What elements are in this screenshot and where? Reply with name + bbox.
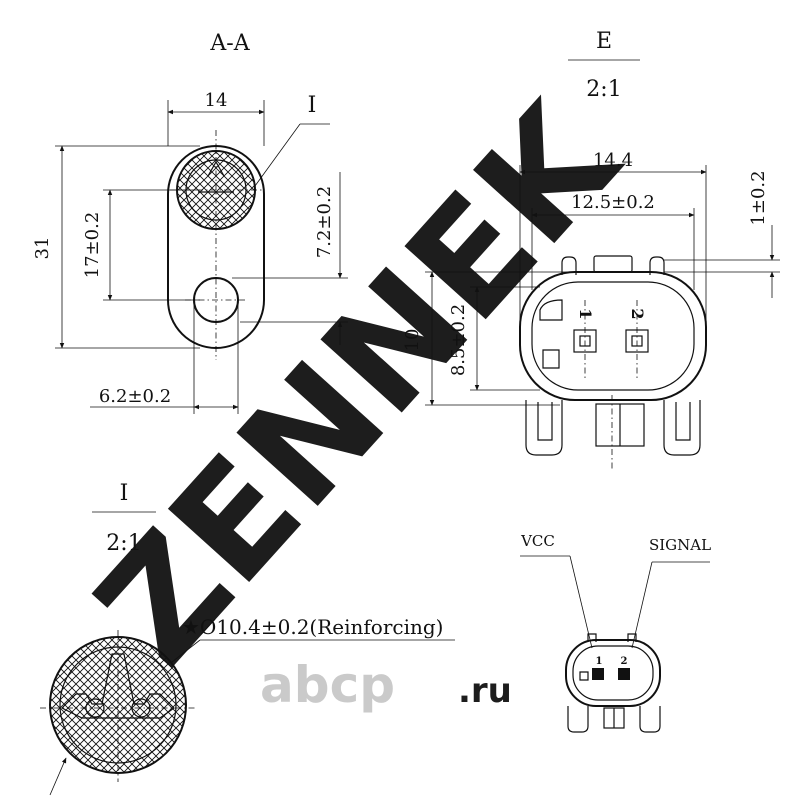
section-aa-title: A-A bbox=[209, 31, 250, 56]
pin1-label: 1 bbox=[576, 308, 595, 319]
signal-label: SIGNAL bbox=[649, 536, 711, 554]
detail-ref-label: I bbox=[308, 93, 317, 118]
pinout-pin1-label: 1 bbox=[596, 656, 603, 667]
pinout-pin2-label: 2 bbox=[621, 656, 628, 667]
detail-i-sensor-head bbox=[49, 636, 187, 774]
pinout-pin2 bbox=[618, 668, 630, 680]
pinout-view: VCC SIGNAL 1 2 bbox=[520, 532, 711, 733]
watermark-site: abcp bbox=[260, 656, 395, 714]
dim-height-e-label: 10 bbox=[402, 329, 423, 352]
dim-width-label: 14 bbox=[205, 90, 228, 111]
view-e-title: E bbox=[596, 29, 612, 54]
dim-inner-height-label: 8.5±0.2 bbox=[448, 304, 469, 376]
detail-i-scale: 2:1 bbox=[106, 531, 141, 556]
dim-overall-label: 14.4 bbox=[593, 150, 633, 171]
detail-i-view: I 2:1 ★Ø10.4±0.2(Reinforcing) bbox=[40, 481, 455, 796]
dim-inner-label: 12.5±0.2 bbox=[571, 192, 655, 213]
dim-height-label: 31 bbox=[32, 237, 53, 260]
dim-latch-label: 1±0.2 bbox=[748, 170, 769, 225]
vcc-label: VCC bbox=[520, 532, 555, 550]
detail-i-title: I bbox=[120, 481, 129, 506]
watermark-site-tld: .ru bbox=[458, 671, 512, 711]
pinout-pin1 bbox=[592, 668, 604, 680]
pinout-connector-housing bbox=[565, 639, 661, 707]
dim-offset-label: 7.2±0.2 bbox=[314, 186, 335, 258]
pin2-label: 2 bbox=[628, 308, 647, 319]
view-e: E 2:1 1 2 14.4 bbox=[402, 29, 780, 470]
watermark-brand: ZENNEK bbox=[65, 71, 653, 697]
section-aa-view: A-A 14 I 31 17±0.2 bbox=[32, 31, 348, 414]
view-e-scale: 2:1 bbox=[586, 77, 621, 102]
dim-center-label: 17±0.2 bbox=[82, 212, 103, 279]
detail-i-callout: ★Ø10.4±0.2(Reinforcing) bbox=[182, 615, 443, 639]
dim-hole-label: 6.2±0.2 bbox=[99, 386, 171, 407]
